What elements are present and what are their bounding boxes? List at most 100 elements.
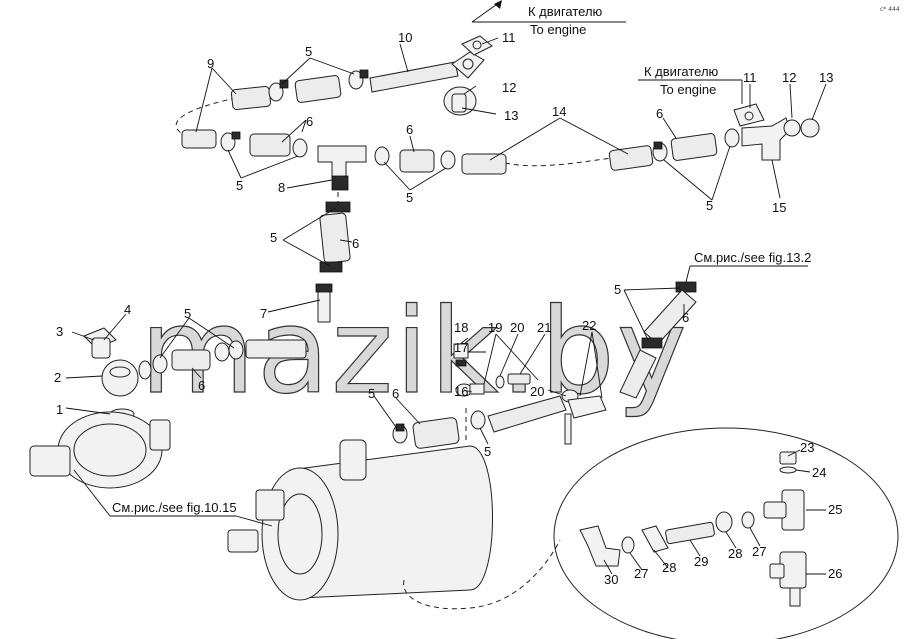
callout-7: 7: [260, 306, 267, 321]
hose-6-right: [670, 133, 718, 161]
clamp-right-bottom: [641, 337, 663, 349]
dashed-route-bottom: [403, 539, 561, 610]
ref-fig-13-2-leader: [685, 265, 691, 283]
hose-6-row2: [249, 133, 291, 157]
washer-24: [779, 466, 797, 474]
callout-19: 19: [488, 320, 502, 335]
callout-10: 10: [398, 30, 412, 45]
clamp-row2-3: [374, 146, 390, 166]
flange-11-right: [733, 103, 765, 127]
hose-14-right: [608, 145, 654, 171]
clamp-mid-3: [214, 342, 230, 362]
callout-13: 13: [819, 70, 833, 85]
callout-6: 6: [682, 310, 689, 325]
callout-numbers: 9 5 10 11 12 13 6 5 8 6 5 14 6 5 15 11 1…: [54, 30, 842, 587]
ref-engine-top-ru: К двигателю: [528, 4, 603, 19]
clamp-vert-1: [325, 201, 351, 213]
thermostat-4: [91, 337, 111, 359]
pipe-mid: [245, 339, 307, 359]
clamp-low-2: [470, 410, 486, 430]
callout-14: 14: [552, 104, 566, 119]
nut-28-left: [641, 525, 669, 553]
callout-20: 20: [510, 320, 524, 335]
hose-right-down: [619, 349, 657, 399]
tube-29: [665, 521, 715, 545]
callout-5: 5: [184, 306, 191, 321]
callout-6: 6: [392, 386, 399, 401]
callout-11: 11: [743, 70, 757, 85]
callout-26: 26: [828, 566, 842, 581]
callout-17: 17: [454, 340, 468, 355]
housing-2: [101, 359, 139, 397]
callout-28: 28: [728, 546, 742, 561]
callout-11: 11: [502, 30, 516, 45]
corner-mark: c* 444: [880, 6, 900, 13]
callout-23: 23: [800, 440, 814, 455]
callout-5: 5: [406, 190, 413, 205]
callout-15: 15: [772, 200, 786, 215]
tee-25: [763, 489, 805, 531]
callout-30: 30: [604, 572, 618, 587]
callout-9: 9: [207, 56, 214, 71]
gasket-11-top: [461, 35, 493, 56]
hose-9-lower: [181, 129, 217, 149]
pipe-22: [564, 395, 607, 445]
hose-14-left: [461, 153, 507, 175]
clamp-row2-4: [440, 150, 456, 170]
callout-12: 12: [782, 70, 796, 85]
callout-6: 6: [352, 236, 359, 251]
callout-5: 5: [305, 44, 312, 59]
valve-26: [769, 551, 807, 607]
nut-23: [779, 451, 797, 465]
clamp-top-2: [348, 69, 369, 90]
flange-11-top: [451, 51, 485, 79]
callout-6: 6: [656, 106, 663, 121]
ref-fig-10-15-leader: [73, 469, 111, 517]
ref-engine-top-en: To engine: [530, 22, 586, 37]
hose-9-upper: [230, 85, 272, 111]
clamp-mid-2: [152, 354, 168, 374]
watermark: mazik.by: [140, 282, 689, 420]
clamp-right-top: [675, 281, 697, 293]
callout-20: 20: [530, 384, 544, 399]
callout-6: 6: [306, 114, 313, 129]
callout-8: 8: [278, 180, 285, 195]
callout-27: 27: [752, 544, 766, 559]
dashed-route-top: [504, 157, 613, 167]
ref-fig-13-2: См.рис./see fig.13.2: [694, 250, 811, 265]
washer-20: [495, 375, 505, 389]
hose-6-top: [294, 75, 342, 103]
callout-29: 29: [694, 554, 708, 569]
banjo-18: [453, 343, 469, 359]
leader-lines: [65, 37, 827, 575]
ref-fig-10-15-leader-2: [235, 515, 273, 527]
tee-8: [317, 145, 367, 191]
clamp-right-1: [652, 141, 668, 162]
plug-12-right: [783, 118, 820, 138]
callout-6: 6: [198, 378, 205, 393]
dashed-route-left: [175, 97, 237, 139]
callout-4: 4: [124, 302, 131, 317]
callout-21: 21: [537, 320, 551, 335]
callout-5: 5: [270, 230, 277, 245]
clamp-right-2: [724, 128, 740, 148]
callout-5: 5: [706, 198, 713, 213]
ref-engine-top-arrowhead: [494, 0, 502, 9]
clamp-row2-2: [292, 138, 308, 158]
hose-6-mid: [171, 349, 211, 371]
sleeve-27-right: [741, 511, 755, 529]
elbow-30: [579, 525, 621, 567]
tube-21: [507, 373, 531, 385]
engine-block-left: [29, 411, 171, 489]
plug-12-top: [443, 86, 477, 116]
clamp-vert-2: [319, 261, 343, 273]
ref-engine-top-arrow: [471, 1, 501, 23]
hose-6-low: [412, 417, 460, 449]
clamp-top-1: [268, 79, 289, 102]
elbow-15: [741, 117, 791, 161]
callout-12: 12: [502, 80, 516, 95]
cooler-housing: [227, 439, 493, 601]
pipe-low: [487, 395, 567, 433]
